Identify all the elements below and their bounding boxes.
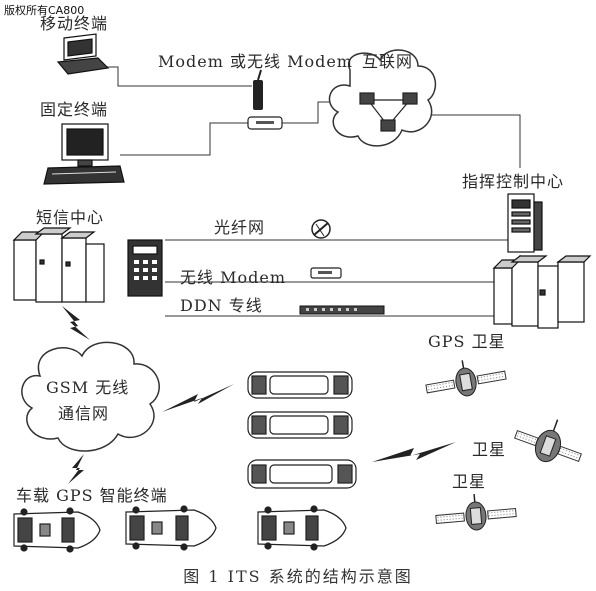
vehicle-stack [247,371,357,489]
internet-cloud-icon [328,49,437,147]
command-server-icon [507,193,543,253]
vehicle-icon-4 [13,507,101,553]
ddn-device-icon [299,305,385,315]
fiber-network-icon [311,219,331,239]
bolt-gsm-to-vehicle-terminal [68,454,84,484]
modem-icon [247,116,283,130]
satellite-icon-1 [514,419,582,463]
bolt-sms-to-gsm [62,306,90,340]
bolt-gsm-to-vehicles [162,384,234,412]
vehicle-icon-2 [247,411,353,439]
label-internet: 互联网 [362,52,414,71]
label-vehicle-terminal: 车载 GPS 智能终端 [16,486,168,505]
laptop-icon [56,33,110,75]
sms-server-rack-icon [12,227,105,303]
label-satellite-2: 卫星 [452,472,487,491]
label-gps-satellite: GPS 卫星 [428,332,506,351]
label-fixed-terminal: 固定终端 [40,100,109,119]
label-fiber-network: 光纤网 [214,218,266,237]
wireless-modem-icon [310,267,342,279]
satellite-icon-2 [435,494,517,531]
figure-caption: 图 1 ITS 系统的结构示意图 [183,567,413,586]
desktop-computer-icon [43,123,125,185]
vehicle-terminal-row [13,505,347,553]
line-internet-to-command [430,114,521,168]
exchange-switch-icon [127,239,163,297]
vehicle-icon-6 [257,505,347,551]
gps-satellite-icon [425,360,507,397]
label-mobile-terminal: 移动终端 [40,14,109,33]
gsm-cloud-icon [21,341,160,452]
vehicle-icon-1 [247,371,353,399]
line-modem-to-internet [282,101,338,124]
watermark: 版权所有CA800 [4,4,85,17]
line-mobile-to-modem [105,66,252,87]
vehicle-icon-5 [125,505,217,551]
vehicle-icon-3 [247,459,357,489]
label-modem-or-wireless: Modem 或无线 Modem [158,52,353,71]
command-server-rack-icon [492,255,592,329]
label-gsm-line1: GSM 无线 [46,378,130,397]
bolt-satellite-to-vehicles [372,442,456,462]
mobile-phone-icon [253,69,263,110]
label-command-center: 指挥控制中心 [462,172,565,191]
label-satellite-1: 卫星 [472,440,507,459]
wireless-link-bolts [62,306,456,484]
label-ddn-line: DDN 专线 [180,296,263,315]
label-sms-center: 短信中心 [36,208,105,227]
label-wireless-modem: 无线 Modem [180,268,286,287]
label-gsm-line2: 通信网 [58,404,110,423]
connection-lines [105,66,521,317]
line-fixed-to-modem [120,122,248,156]
